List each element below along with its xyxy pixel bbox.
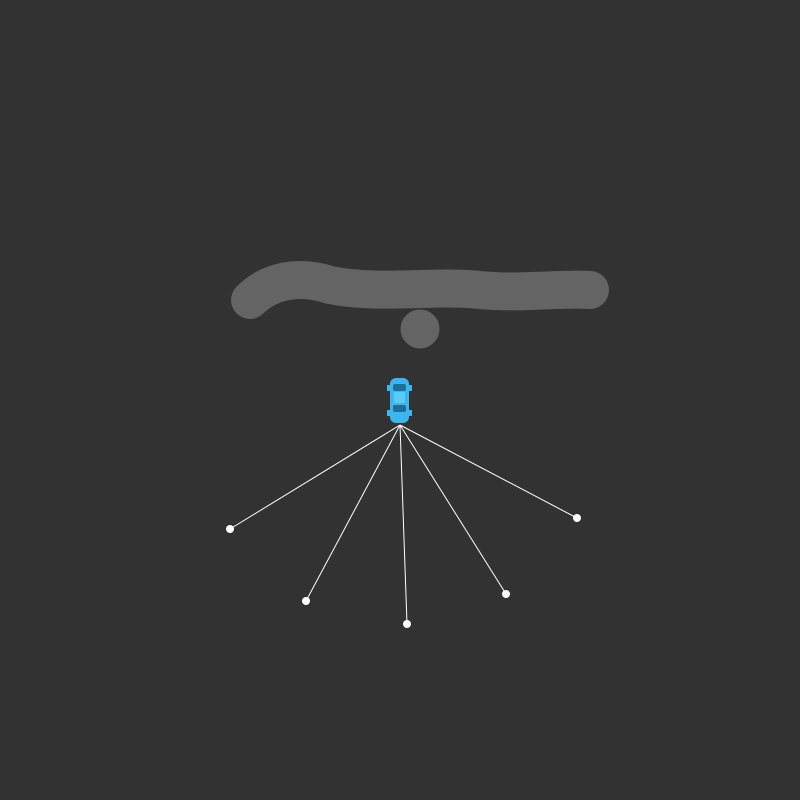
sensor-endpoint-icon [302, 597, 310, 605]
road-segment-horizontal [231, 261, 609, 319]
car-rear-window [393, 405, 406, 412]
road-segment-blob [400, 309, 440, 349]
car-wheel [387, 410, 390, 416]
sensor-rays [229, 424, 578, 625]
car-wheel [387, 385, 390, 391]
sensor-ray [399, 424, 507, 595]
sensor-endpoints [226, 514, 581, 628]
car-roof [394, 392, 405, 403]
sensor-endpoint-icon [573, 514, 581, 522]
car-wheel [409, 410, 412, 416]
road-track [231, 261, 609, 349]
sensor-ray [399, 424, 578, 519]
sensor-ray [305, 424, 401, 602]
sensor-endpoint-icon [502, 590, 510, 598]
sensor-ray [229, 424, 401, 530]
sensor-ray [399, 424, 408, 625]
car-icon [387, 378, 412, 423]
sensor-endpoint-icon [226, 525, 234, 533]
sensor-endpoint-icon [403, 620, 411, 628]
car-wheel [409, 385, 412, 391]
car-front-window [393, 384, 406, 391]
